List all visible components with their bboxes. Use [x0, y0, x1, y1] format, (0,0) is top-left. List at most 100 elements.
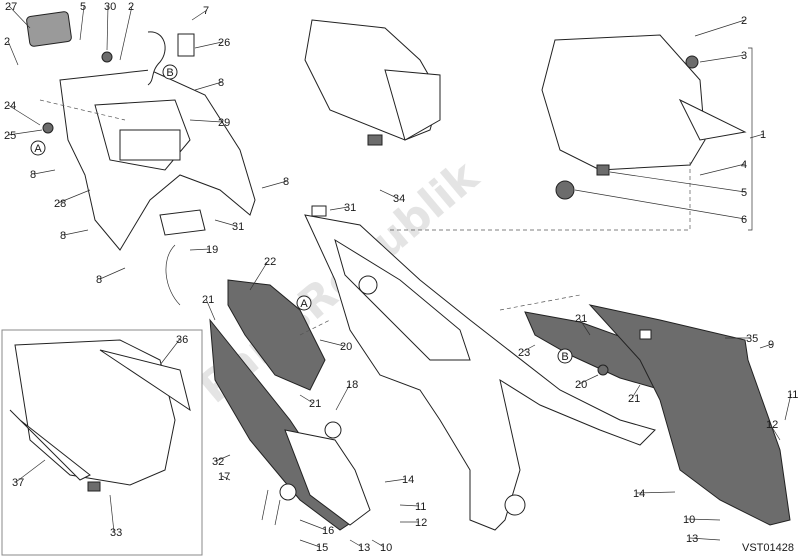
callout-leader	[609, 171, 746, 193]
callout-label: 1	[760, 129, 766, 141]
callout-label: 19	[206, 244, 218, 256]
cable-loop	[147, 31, 166, 86]
panel-screw	[597, 364, 609, 376]
callout-leader	[335, 383, 351, 411]
callout-label: 32	[212, 456, 224, 468]
callout-label: 27	[5, 1, 17, 13]
reference-marker-label: B	[166, 67, 173, 79]
callout-leader	[384, 478, 407, 483]
seat-clip	[596, 164, 610, 176]
callout-label: 37	[12, 477, 24, 489]
callout-label: 26	[218, 37, 230, 49]
callout-leader	[249, 260, 269, 291]
callout-leader	[769, 423, 781, 441]
callout-leader	[119, 5, 133, 61]
reference-marker	[557, 348, 573, 364]
fastener	[101, 51, 113, 63]
lock-cylinder-2	[324, 421, 342, 439]
frame-boss	[358, 275, 378, 295]
callout-label: 29	[218, 117, 230, 129]
callout-label: 9	[768, 339, 774, 351]
callout-label: 35	[746, 333, 758, 345]
callout-label: 6	[741, 214, 747, 226]
callout-label: 30	[104, 1, 116, 13]
callout-leader	[7, 40, 19, 66]
callout-label: 21	[628, 393, 640, 405]
frame-boss-lower	[504, 494, 526, 516]
left-side-panel	[209, 279, 371, 531]
drawing-code: VST01428	[742, 542, 794, 554]
callout-leader	[189, 248, 211, 251]
callout-label: 25	[4, 130, 16, 142]
callout-leader	[299, 519, 327, 531]
callout-label: 17	[218, 471, 230, 483]
seat-body	[541, 34, 706, 171]
callout-label: 14	[402, 474, 414, 486]
callout-label: 2	[4, 36, 10, 48]
callout-label: 4	[741, 159, 747, 171]
inset-clip	[87, 481, 101, 492]
callout-leader	[299, 539, 321, 548]
callout-label: 34	[393, 193, 405, 205]
callout-leader	[759, 343, 773, 349]
callout-label: 22	[264, 256, 276, 268]
callout-label: 31	[344, 202, 356, 214]
seat-screw	[685, 55, 699, 69]
callout-label: 21	[202, 294, 214, 306]
callout-label: 33	[110, 527, 122, 539]
seat-bracket	[678, 98, 747, 141]
callout-leader	[694, 19, 746, 37]
callout-label: 11	[787, 389, 798, 401]
callout-leader	[205, 298, 216, 321]
callout-leader	[699, 54, 746, 63]
callout-leader	[57, 189, 91, 204]
panel-clip	[639, 329, 652, 340]
callout-leader	[221, 475, 231, 481]
callout-label: 12	[766, 419, 778, 431]
connector-part	[177, 33, 195, 57]
callout-label: 8	[30, 169, 36, 181]
callout-label: 7	[203, 5, 209, 17]
bracket-line	[748, 47, 753, 231]
callout-leader	[574, 189, 746, 220]
callout-leader	[299, 394, 314, 404]
callout-leader	[7, 104, 41, 126]
callout-label: 31	[232, 221, 244, 233]
callout-label: 5	[80, 1, 86, 13]
reference-marker	[296, 295, 312, 311]
callout-leader	[689, 537, 721, 541]
reference-marker-label: B	[561, 351, 568, 363]
callout-leader	[63, 229, 89, 236]
seat-rubber	[555, 180, 575, 200]
side-panel-upper	[227, 279, 326, 391]
callout-label: 36	[176, 334, 188, 346]
seat-cowl	[304, 19, 441, 146]
callout-leader	[214, 219, 237, 227]
callout-label: 8	[96, 274, 102, 286]
callout-leader	[319, 339, 345, 347]
callout-label: 20	[575, 379, 587, 391]
callout-leader	[631, 384, 641, 399]
callout-leader	[15, 459, 46, 483]
callout-leader	[189, 119, 223, 123]
main-frame	[304, 205, 656, 531]
tail-panel-lower	[588, 304, 791, 526]
callout-leader	[106, 5, 109, 51]
reference-marker-label: A	[300, 298, 308, 310]
callout-leader	[636, 491, 676, 494]
callout-leader	[399, 504, 420, 507]
fuel-cap-area	[284, 429, 371, 526]
key-2	[274, 499, 281, 526]
callout-leader	[371, 539, 385, 548]
cowl-clip	[367, 134, 383, 146]
callout-label: 8	[283, 176, 289, 188]
bracket	[159, 209, 206, 236]
callout-label: 24	[4, 100, 16, 112]
callout-label: 13	[686, 533, 698, 545]
callout-leader	[79, 5, 85, 41]
callout-label: 10	[683, 514, 695, 526]
callout-leader	[8, 5, 31, 29]
callout-label: 16	[322, 525, 334, 537]
